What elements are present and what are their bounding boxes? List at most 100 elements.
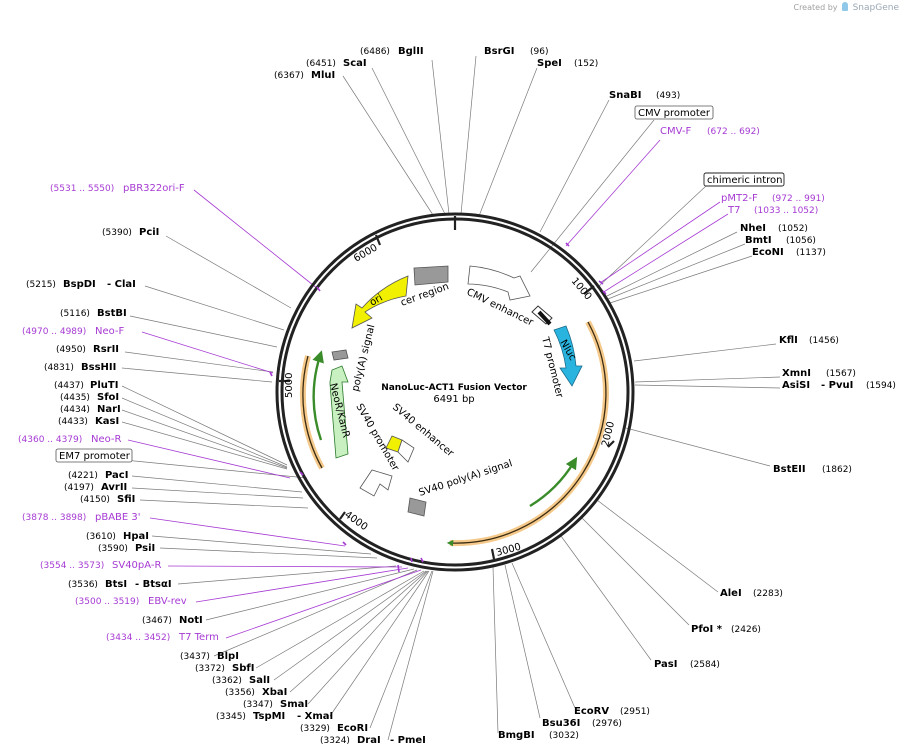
- primer-t7term: T7 Term: [178, 632, 219, 643]
- enzyme-snaBI: SnaBI: [609, 90, 641, 101]
- primer-neoF-pos: (4970 .. 4989): [22, 327, 86, 337]
- neor-kanr-label: NeoR/KanR: [327, 382, 351, 439]
- enzyme-bsrGI-pos: (96): [530, 47, 548, 57]
- enzyme-pfoI: PfoI *: [691, 624, 723, 635]
- enzyme-bmgBI-pos: (3032): [549, 731, 579, 741]
- plasmid-name: NanoLuc-ACT1 Fusion Vector: [381, 383, 527, 393]
- tick-label-5000: 5000: [284, 373, 295, 398]
- cmv-enhancer-feature: [467, 265, 531, 301]
- enzyme-nheI-pos: (1052): [778, 224, 808, 234]
- enzyme-sfiI: SfiI: [117, 494, 135, 505]
- enzyme-bmtI: BmtI: [745, 235, 772, 246]
- chimeric-intron-box: [703, 172, 785, 187]
- primer-pbabe: pBABE 3': [95, 512, 141, 523]
- enzyme-bspDI-pos: (5215): [26, 280, 56, 290]
- primer-ebvRev-pos: (3500 .. 3519): [75, 597, 139, 607]
- enzyme-kflI-pos: (1456): [809, 336, 839, 346]
- enzyme-avrII: AvrII: [101, 482, 127, 493]
- enzyme-xbaI: XbaI: [262, 687, 287, 698]
- enzyme-ecoRI: EcoRI: [337, 723, 368, 734]
- enzyme-psiI: PsiI: [135, 543, 155, 554]
- enzyme-rsrII-pos: (4950): [56, 345, 86, 355]
- sv40-enhancer-outline: [397, 439, 415, 463]
- enzyme-blpI-pos: (3437): [180, 652, 210, 662]
- enzyme-btsI: BtsI: [105, 579, 127, 590]
- enzyme-bmtI-pos: (1056): [786, 236, 816, 246]
- enzyme-btsaI: - BtsαI: [135, 579, 172, 590]
- sv40-polya-label: SV40 poly(A) signal: [418, 458, 514, 499]
- primer-neoR: Neo-R: [91, 434, 122, 445]
- enzyme-rsrII: RsrII: [93, 344, 119, 355]
- plasmid-length: 6491 bp: [433, 394, 474, 405]
- enzyme-tspMI: TspMI: [253, 711, 285, 722]
- enzyme-ecoRV: EcoRV: [574, 706, 609, 717]
- enzyme-bmgBI: BmgBI: [498, 730, 535, 741]
- enzyme-xmnI-pos: (1567): [826, 369, 856, 379]
- enzyme-bspDI: BspDI: [63, 279, 96, 290]
- enzyme-narI: NarI: [97, 404, 121, 415]
- primer-pbabe-pos: (3878 .. 3898): [22, 513, 86, 523]
- enzyme-aleI: AleI: [720, 588, 742, 599]
- primer-pmt2F: pMT2-F: [721, 193, 758, 204]
- primer-neoR-pos: (4360 .. 4379): [18, 435, 82, 445]
- ori-feature: [351, 275, 409, 329]
- snapgene-logo-icon: [842, 2, 849, 11]
- enzyme-asiSI-pos: (1594): [866, 381, 896, 391]
- enzyme-draI: DraI: [357, 735, 381, 746]
- enzyme-bsrGI: BsrGI: [484, 46, 514, 57]
- enzyme-smaI: SmaI: [280, 699, 308, 710]
- credit-prefix: Created by: [793, 3, 838, 12]
- enzyme-pfoI-pos: (2426): [731, 625, 761, 635]
- enzyme-pmeI: - PmeI: [390, 735, 426, 746]
- enzyme-kasI-pos: (4433): [58, 417, 88, 427]
- enzyme-pluTI-pos: (4437): [54, 381, 84, 391]
- primer-ticks: [269, 242, 607, 573]
- primer-cmvF-pos: (672 .. 692): [707, 127, 760, 137]
- enzyme-snaBI-pos: (493): [656, 91, 680, 101]
- enzyme-bsu36I: Bsu36I: [542, 718, 580, 729]
- enzyme-kflI: KflI: [779, 335, 798, 346]
- enzyme-nheI: NheI: [740, 223, 766, 234]
- enzyme-mluI: MluI: [311, 70, 335, 81]
- sv40-polya-feature: [407, 497, 427, 517]
- primer-lines: [127, 139, 729, 639]
- enzyme-bstEII: BstEII: [773, 464, 806, 475]
- enzyme-speI: SpeI: [537, 58, 562, 69]
- primer-cmvF: CMV-F: [660, 126, 691, 137]
- enzyme-xmnI: XmnI: [782, 368, 811, 379]
- enzyme-aleI-pos: (2283): [753, 589, 783, 599]
- enzyme-pasI-pos: (2584): [690, 660, 720, 670]
- green-orf-right: [529, 456, 578, 508]
- primer-pbr322: pBR322ori-F: [123, 183, 185, 194]
- enzyme-bstBI-pos: (5116): [60, 309, 90, 319]
- primer-sv40paR-pos: (3554 .. 3573): [40, 561, 104, 571]
- enzyme-pluTI: PluTI: [90, 380, 118, 391]
- enzyme-blpI: BlpI: [217, 651, 239, 662]
- enzyme-sfiI-pos: (4150): [80, 495, 110, 505]
- enzyme-mluI-pos: (6367): [274, 71, 304, 81]
- primer-t7-pos: (1033 .. 1052): [754, 206, 818, 216]
- enzyme-speI-pos: (152): [574, 59, 598, 69]
- chimeric-intron-label: chimeric intron: [707, 175, 782, 186]
- orf-arc-left: [299, 355, 325, 470]
- snapgene-credit: Created by SnapGene: [793, 2, 899, 13]
- enzyme-avrII-pos: (4197): [64, 483, 94, 493]
- enzyme-btsI-pos: (3536): [68, 580, 98, 590]
- enzyme-pasI: PasI: [654, 659, 677, 670]
- enzyme-hpaI-pos: (3610): [86, 532, 116, 542]
- enzyme-ecoRV-pos: (2951): [620, 707, 650, 717]
- enzyme-ecoNI: EcoNI: [752, 247, 784, 258]
- enzyme-asiSI: AsiSI: [782, 380, 810, 391]
- enzyme-draI-pos: (3324): [320, 736, 350, 746]
- enzyme-sfoI: SfoI: [97, 392, 119, 403]
- enzyme-pacI: PacI: [105, 470, 128, 481]
- nluc-feature: [553, 325, 583, 387]
- green-orf-left: [312, 350, 324, 441]
- enzyme-salI-pos: (3362): [212, 676, 242, 686]
- enzyme-pvuI: - PvuI: [821, 380, 853, 391]
- orf-arc-right-line: [446, 321, 607, 547]
- primer-sv40paR: SV40pA-R: [112, 560, 161, 571]
- em7-promoter-label: EM7 promoter: [59, 451, 131, 462]
- enzyme-bssHII: BssHII: [81, 362, 116, 373]
